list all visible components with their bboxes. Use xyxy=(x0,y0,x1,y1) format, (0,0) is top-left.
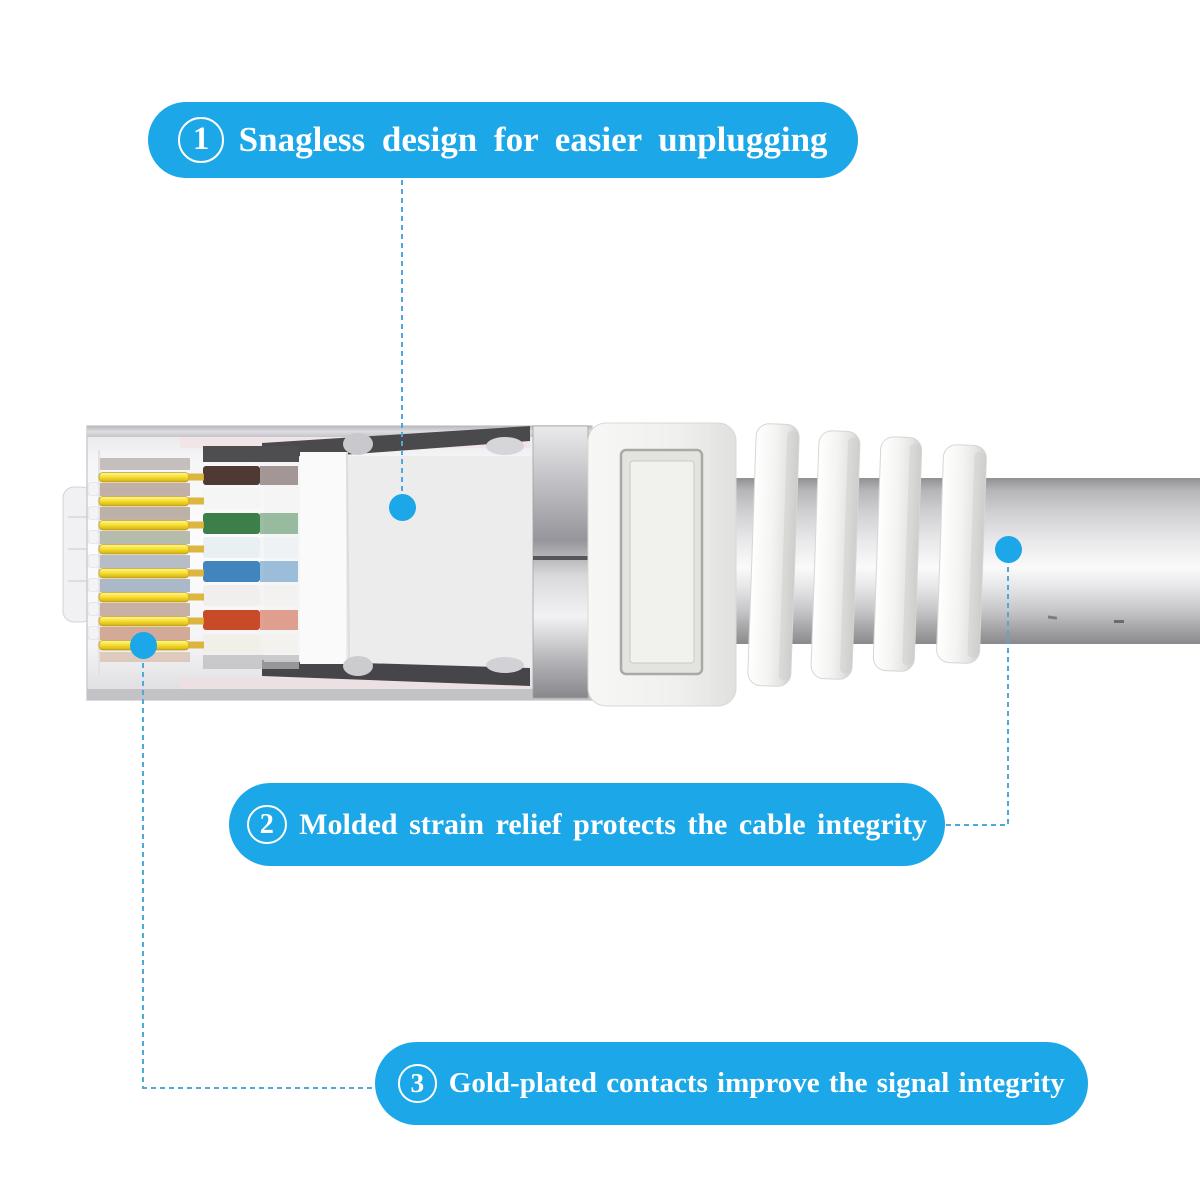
metal-clip-band xyxy=(532,425,589,699)
callout-2-dot xyxy=(995,536,1022,563)
callout-3-dot xyxy=(130,632,157,659)
callout-banner-2: 2 Molded strain relief protects the cabl… xyxy=(229,783,945,866)
callout-2-leader-line-vertical xyxy=(1007,549,1009,826)
callout-1-label: Snagless design for easier unplugging xyxy=(238,120,828,159)
wire-stubs xyxy=(203,446,299,669)
callout-banner-3: 3 Gold-plated contacts improve the signa… xyxy=(375,1042,1088,1125)
callout-1-number-badge: 1 xyxy=(178,117,224,163)
callout-3-leader-line-horizontal xyxy=(142,1087,376,1089)
callout-3-number-badge: 3 xyxy=(398,1064,437,1103)
callout-1-leader-line xyxy=(401,180,403,508)
strain-relief-boot xyxy=(587,422,737,707)
callout-2-leader-line-horizontal xyxy=(946,824,1008,826)
strain-relief-ribs xyxy=(747,423,987,687)
callout-3-label: Gold-plated contacts improve the signal … xyxy=(448,1067,1065,1099)
callout-banner-1: 1 Snagless design for easier unplugging xyxy=(148,102,858,178)
callout-3-leader-line-vertical xyxy=(142,645,144,1089)
callout-2-number-badge: 2 xyxy=(247,804,287,845)
callout-2-label: Molded strain relief protects the cable … xyxy=(299,807,927,841)
callout-1-dot xyxy=(389,494,416,521)
